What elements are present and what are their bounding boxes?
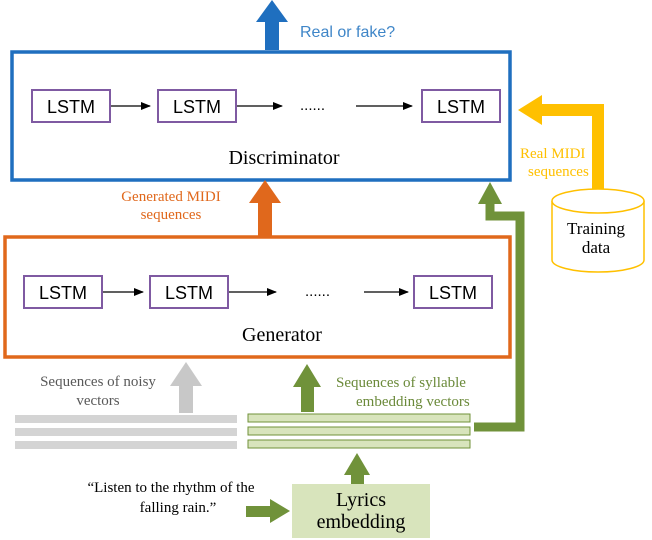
discriminator-lstm-1: LSTM [31,89,111,123]
generator-lstm-1-label: LSTM [39,283,87,303]
lyrics-embedding-line2: embedding [317,511,406,533]
generator-lstm-3: LSTM [413,275,493,309]
generated-midi-label-line1: Generated MIDI [121,189,221,205]
training-data-label-line2: data [582,238,611,257]
syllable-label-line1: Sequences of syllable [336,375,466,391]
generator-title: Generator [242,324,322,346]
quote-to-lyrics-arrow [246,499,290,523]
lyrics-to-embedding-arrow [344,453,370,485]
syllable-embedding-arrow [293,364,321,412]
real-midi-label-line2: sequences [528,164,589,180]
discriminator-lstm-1-label: LSTM [47,97,95,117]
noisy-vector-bars [15,415,237,449]
generator-lstm-2-label: LSTM [165,283,213,303]
real-or-fake-output-arrow [256,0,288,50]
discriminator-ellipsis: ...... [300,97,325,114]
lyrics-embedding-box [292,484,430,538]
syllable-label-line2: embedding vectors [356,394,470,410]
generator-lstm-2: LSTM [149,275,229,309]
discriminator-lstm-2-label: LSTM [173,97,221,117]
training-data-cylinder-icon [551,188,645,273]
syllable-to-discriminator-arrow [474,182,525,432]
discriminator-title: Discriminator [228,147,339,169]
real-midi-label-line1: Real MIDI [520,146,585,162]
generator-lstm-3-label: LSTM [429,283,477,303]
lyrics-quote-line2: falling rain.” [140,500,217,516]
discriminator-lstm-2: LSTM [157,89,237,123]
noisy-vectors-arrow [170,362,202,413]
noisy-vectors-label-line1: Sequences of noisy [40,374,156,390]
training-data-label-line1: Training [567,219,625,238]
lyrics-embedding-line1: Lyrics [336,489,386,511]
real-midi-arrow [518,95,604,190]
generator-ellipsis: ...... [305,283,330,300]
discriminator-lstm-3: LSTM [421,89,501,123]
generated-midi-arrow [249,180,281,236]
discriminator-lstm-3-label: LSTM [437,97,485,117]
generated-midi-label-line2: sequences [141,207,202,223]
lyrics-quote-line1: “Listen to the rhythm of the [87,480,254,496]
noisy-vectors-label-line2: vectors [76,393,119,409]
syllable-embedding-bars [247,413,471,449]
real-or-fake-label: Real or fake? [300,24,395,41]
generator-lstm-1: LSTM [23,275,103,309]
